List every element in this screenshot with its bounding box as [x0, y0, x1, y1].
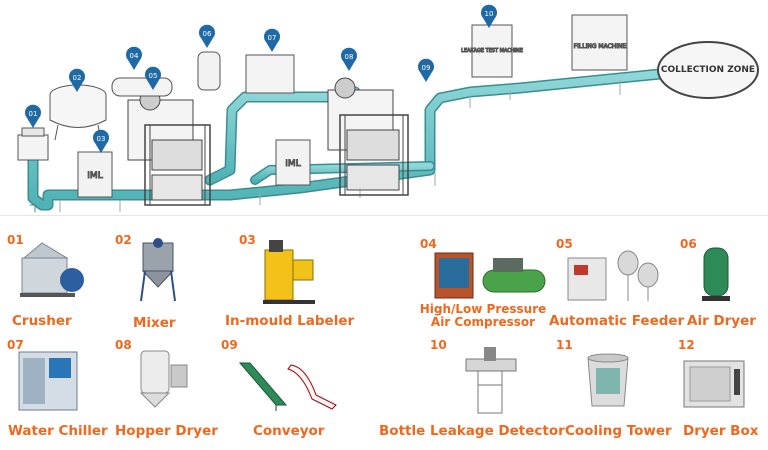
svg-text:02: 02: [73, 74, 82, 82]
leakage-test-tag: LEAKAGE TEST MACHINE: [461, 48, 523, 54]
location-pin-06: 06: [198, 24, 215, 48]
location-pin-01: 01: [25, 104, 41, 128]
air-compressor-label: High/Low Pressure Air Compressor: [419, 302, 547, 329]
divider: [0, 215, 768, 216]
item-number-03: 03: [239, 233, 256, 247]
molding-machine-2: [327, 77, 409, 196]
item-number-01: 01: [7, 233, 24, 247]
air-dryer-label: Air Dryer: [687, 313, 756, 329]
cooling-tower-label: Cooling Tower: [565, 423, 672, 439]
iml-tag-1: IML: [87, 171, 102, 181]
location-pin-07: 07: [263, 28, 280, 52]
location-pin-03: 03: [92, 129, 109, 153]
mixer-outline: [49, 84, 107, 141]
svg-text:08: 08: [345, 53, 354, 61]
location-pin-04: 04: [125, 46, 142, 70]
factory-layout-diagram: IML IML LEAKAGE TEST MACHINE: [17, 4, 759, 213]
svg-text:04: 04: [130, 52, 139, 60]
item-number-11: 11: [556, 338, 573, 352]
location-pin-09: 09: [418, 58, 434, 82]
air-compressor-image: [433, 248, 548, 303]
automatic-feeder-label: Automatic Feeder: [549, 313, 685, 329]
item-number-12: 12: [678, 338, 695, 352]
mixer-label: Mixer: [133, 315, 176, 331]
location-pins: 01 02 03 04 05 06 07 08 09 10: [25, 4, 497, 153]
svg-text:05: 05: [149, 72, 158, 80]
labeler-outline-2: IML: [275, 139, 311, 186]
crusher-label: Crusher: [12, 313, 72, 329]
chiller-outline: [245, 54, 295, 94]
leakage-test-machine: LEAKAGE TEST MACHINE: [461, 24, 523, 78]
conveyor-image: [236, 355, 346, 413]
collection-zone: COLLECTION ZONE: [657, 41, 759, 99]
air-dryer-image: [700, 244, 732, 304]
item-number-02: 02: [115, 233, 132, 247]
iml-tag-2: IML: [285, 159, 300, 169]
conveyor-line: [27, 68, 666, 213]
location-pin-02: 02: [69, 68, 85, 92]
in-mould-labeler-label: In-mould Labeler: [225, 313, 355, 329]
filling-machine: FILLING MACHINE: [571, 14, 628, 71]
cooling-tower-image: [580, 348, 636, 414]
hopper-dryer-label: Hopper Dryer: [115, 423, 218, 439]
location-pin-08: 08: [340, 47, 357, 71]
item-number-04: 04: [420, 237, 437, 251]
svg-text:03: 03: [97, 135, 106, 143]
dryer-box-image: [680, 355, 750, 413]
labeler-outline: IML: [77, 151, 113, 198]
svg-text:10: 10: [485, 10, 494, 18]
dryer-box-label: Dryer Box: [683, 423, 759, 439]
item-number-09: 09: [221, 338, 238, 352]
bottle-leakage-detector-image: [458, 345, 528, 417]
molding-machine-1: [127, 89, 211, 206]
svg-text:07: 07: [268, 34, 277, 42]
svg-text:06: 06: [203, 30, 212, 38]
crusher-outline: [17, 127, 49, 161]
item-number-05: 05: [556, 237, 573, 251]
location-pin-10: 10: [481, 4, 497, 29]
crusher-image: [12, 238, 92, 303]
hopper-dryer-image: [133, 345, 193, 415]
item-number-10: 10: [430, 338, 447, 352]
item-number-07: 07: [7, 338, 24, 352]
compressor-outline: [111, 77, 173, 97]
bottle-leakage-detector-label: Bottle Leakage Detector: [379, 423, 565, 439]
conveyor-label: Conveyor: [253, 423, 325, 439]
collection-zone-label: COLLECTION ZONE: [661, 65, 755, 75]
item-number-06: 06: [680, 237, 697, 251]
air-dryer-outline: [197, 51, 221, 91]
location-pin-05: 05: [144, 66, 161, 90]
svg-text:01: 01: [29, 110, 38, 118]
mixer-image: [133, 235, 183, 305]
filling-tag: FILLING MACHINE: [574, 43, 627, 50]
svg-text:09: 09: [422, 64, 431, 72]
water-chiller-image: [15, 348, 85, 413]
item-number-08: 08: [115, 338, 132, 352]
in-mould-labeler-image: [257, 235, 327, 307]
water-chiller-label: Water Chiller: [8, 423, 108, 439]
automatic-feeder-image: [566, 243, 666, 305]
